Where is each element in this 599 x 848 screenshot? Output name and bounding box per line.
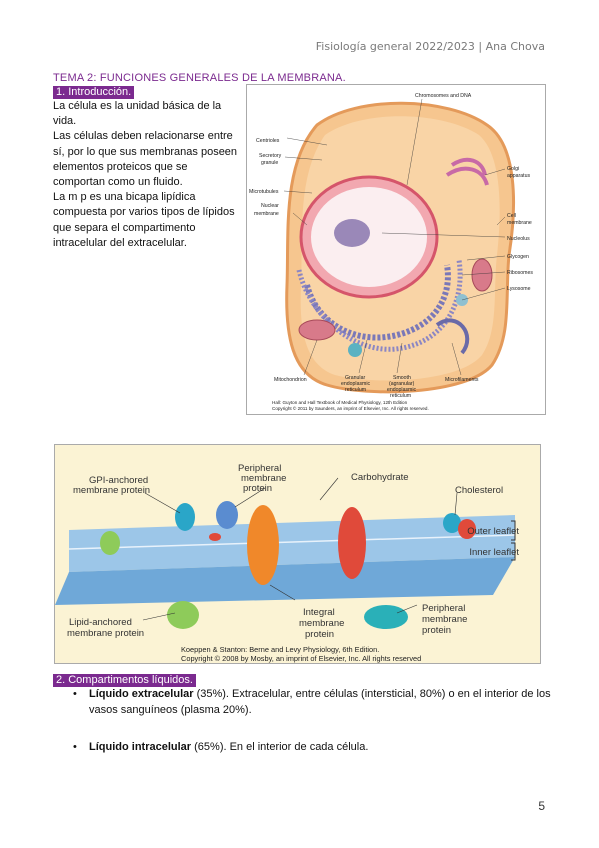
- label-peripheral-top-protein: protein: [243, 483, 272, 494]
- membrane-diagram: GPI-anchored membrane protein Peripheral…: [55, 445, 540, 663]
- membrane-diagram-figure: GPI-anchored membrane protein Peripheral…: [54, 444, 541, 664]
- label-smooth-reticulum: reticulum: [390, 393, 411, 399]
- label-granule: granule: [261, 160, 278, 166]
- section-heading-introduccion: 1. Introducción.: [53, 86, 135, 99]
- intro-paragraph: Las células deben relacionarse entre sí,…: [53, 130, 238, 189]
- label-secretory: Secretory: [259, 153, 282, 159]
- intro-paragraph: La m p es una bicapa lipídica compuesta …: [53, 191, 235, 249]
- label-integral-protein: protein: [305, 629, 334, 640]
- label-peripheral-top-membrane: membrane: [241, 473, 286, 484]
- list-item-text: (65%). En el interior de cada célula.: [191, 741, 369, 753]
- page-header: Fisiología general 2022/2023 | Ana Chova: [315, 40, 545, 53]
- label-glycogen: Glycogen: [507, 254, 529, 260]
- list-item-term: Líquido intracelular: [89, 741, 192, 753]
- list-item-term: Líquido extracelular: [89, 688, 194, 700]
- bullet: •: [73, 688, 77, 700]
- label-gpi-membrane-protein: membrane protein: [73, 485, 150, 496]
- label-granular-reticulum: reticulum: [345, 387, 366, 393]
- label-chromosomes: Chromosomes and DNA: [415, 93, 472, 99]
- label-nucleolus: Nucleolus: [507, 236, 530, 242]
- label-lipid-anchored: Lipid-anchored: [69, 617, 132, 628]
- lipid-anchored-protein: [167, 601, 199, 629]
- nucleolus: [334, 219, 370, 247]
- label-peripheral-bottom-membrane: membrane: [422, 614, 467, 625]
- label-integral: Integral: [303, 607, 335, 618]
- label-golgi: Golgi: [507, 166, 519, 172]
- label-integral-membrane: membrane: [299, 618, 344, 629]
- intro-text: La célula es la unidad básica de la vida…: [53, 99, 239, 251]
- compartments-list: • Líquido extracelular (35%). Extracelul…: [53, 687, 553, 769]
- list-item: • Líquido intracelular (65%). En el inte…: [53, 740, 553, 756]
- figure2-caption-copyright: Copyright © 2008 by Mosby, an imprint of…: [181, 654, 421, 663]
- label-centrioles: Centrioles: [256, 138, 280, 144]
- label-peripheral-top: Peripheral: [238, 463, 281, 474]
- label-inner-leaflet: Inner leaflet: [469, 547, 519, 558]
- peripheral-protein-top: [216, 501, 238, 529]
- label-lipid-membrane-protein: membrane protein: [67, 628, 144, 639]
- label-cell-membrane: membrane: [507, 220, 532, 226]
- label-cholesterol: Cholesterol: [455, 485, 503, 496]
- label-gpi-anchored: GPI-anchored: [89, 475, 148, 486]
- intro-paragraph: La célula es la unidad básica de la vida…: [53, 100, 222, 128]
- label-carbohydrate: Carbohydrate: [351, 472, 409, 483]
- label-granular-er: endoplasmic: [341, 381, 371, 387]
- cell-diagram: Chromosomes and DNA Centrioles Secretory…: [249, 93, 533, 411]
- label-ribosomes: Ribosomes: [507, 270, 533, 276]
- label-cell: Cell: [507, 213, 516, 219]
- label-lysosome: Lysosome: [507, 286, 531, 292]
- label-microfilaments: Microfilaments: [445, 377, 479, 383]
- section-heading-compartimentos: 2. Compartimentos líquidos.: [53, 674, 196, 687]
- list-item-text: (35%). Extracelular, entre células (inte…: [89, 688, 551, 716]
- label-peripheral-bottom-protein: protein: [422, 625, 451, 636]
- label-peripheral-bottom: Peripheral: [422, 603, 465, 614]
- cell-diagram-figure: Chromosomes and DNA Centrioles Secretory…: [246, 84, 546, 415]
- label-microtubules: Microtubules: [249, 189, 279, 195]
- label-apparatus: apparatus: [507, 173, 530, 179]
- list-item: • Líquido extracelular (35%). Extracelul…: [53, 687, 553, 718]
- label-smooth-er: endoplasmic: [387, 387, 417, 393]
- integral-protein: [247, 505, 279, 585]
- peripheral-protein-bottom: [364, 605, 408, 629]
- label-smooth: Smooth: [393, 375, 411, 381]
- page-number: 5: [538, 799, 545, 813]
- integral-protein-red: [338, 507, 366, 579]
- label-nuclear: Nuclear: [261, 203, 279, 209]
- bullet: •: [73, 741, 77, 753]
- figure1-caption-copyright: Copyright © 2011 by Saunders, an imprint…: [272, 405, 429, 411]
- label-agranular: (agranular): [389, 381, 415, 387]
- figure2-caption-source: Koeppen & Stanton: Berne and Levy Physio…: [181, 645, 379, 654]
- label-granular: Granular: [345, 375, 365, 381]
- label-mitochondrion: Mitochondrion: [274, 377, 307, 383]
- gpi-anchored-protein: [175, 503, 195, 531]
- topic-title: TEMA 2: FUNCIONES GENERALES DE LA MEMBRA…: [53, 72, 346, 84]
- figure1-caption-source: Hall: Guyton and Hall Textbook of Medica…: [272, 400, 408, 405]
- label-outer-leaflet: Outer leaflet: [467, 526, 519, 537]
- label-nuclear-membrane: membrane: [254, 211, 279, 217]
